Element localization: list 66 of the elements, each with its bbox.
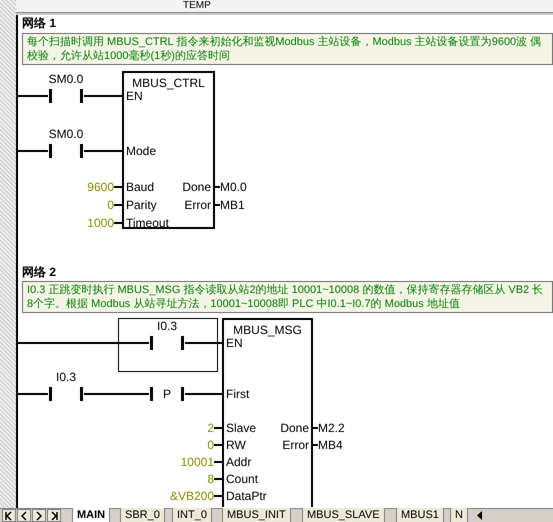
comment-box: 每个扫描时调用 MBUS_CTRL 指令来初始化和监视Modbus 主站设备，Modbus 主站设备设置为9600波 偶校验，允许从站1000毫秒(1秒)的应答时间 [22,33,553,65]
operand-value: &VB200 [170,489,214,503]
wire [185,393,222,395]
pin-label: Done [280,421,309,435]
pin-label: RW [226,438,246,452]
tab: MBUS_INIT [222,508,291,522]
wire [313,427,318,429]
block-title: MBUS_MSG [232,323,303,337]
pin-label: DataPtr [226,489,267,503]
contact: SM0.0 [48,72,84,104]
operand-address: M0.0 [220,180,247,194]
wire [114,204,122,206]
pin-label: EN [126,89,143,103]
wire [84,393,149,395]
tab: N [450,508,468,522]
pin-label: EN [226,336,243,350]
pin-label: First [226,387,250,401]
wire [214,427,222,429]
operand-value: 9600 [87,180,114,194]
pin-label: Done [182,180,211,194]
wire [215,204,220,206]
pin-label: Count [226,472,258,486]
wire [214,495,222,497]
operand-address: M2.2 [318,421,345,435]
operand-value: 1000 [87,216,114,230]
wire [215,186,220,188]
operand-value: 0 [107,198,114,212]
operand-value: 0 [207,438,214,452]
function-block [222,318,313,507]
operand-value: 8 [207,472,214,486]
pin-label: Parity [126,198,157,212]
block-title: MBUS_CTRL [131,76,206,90]
contact: I0.3 [149,319,185,351]
transition-contact: P [149,386,185,402]
operand-value: 10001 [180,455,214,469]
pin-label: Addr [226,455,252,469]
column-header: TEMP [183,0,211,12]
pin-label: Timeout [126,216,169,230]
tab: MBUS1 [396,508,444,522]
wire [114,222,122,224]
pin-label: Error [282,438,309,452]
wire [214,478,222,480]
contact: I0.3 [48,370,84,402]
pin-label: Slave [226,421,256,435]
wire [214,444,222,446]
tab: MAIN [72,508,110,522]
wire [84,150,122,152]
pin-label: Mode [126,144,156,158]
wire [84,95,122,97]
pin-label: Baud [126,180,154,194]
tab: MBUS_SLAVE [302,508,385,522]
operand-address: MB1 [220,198,245,212]
wire [114,186,122,188]
function-block [122,71,215,229]
pin-label: Error [184,198,211,212]
operand-address: MB4 [318,438,343,452]
wire [214,461,222,463]
operand-value: 2 [207,421,214,435]
tab: SBR_0 [120,508,165,522]
wire [313,444,318,446]
contact: SM0.0 [48,127,84,159]
wire [185,342,222,344]
network-heading: 网络 2 [22,265,56,279]
comment-box: I0.3 正跳变时执行 MBUS_MSG 指令读取从站2的地址 10001~10008 的数值，保持寄存器存储区从 VB2 长8个字。根据 Modbus 从站寻址方法，10001~10008即 PLC 中I0.1~I0.7的 Modbus 地址值 [22,281,553,313]
tab: INT_0 [172,508,212,522]
network-heading: 网络 1 [22,16,56,30]
